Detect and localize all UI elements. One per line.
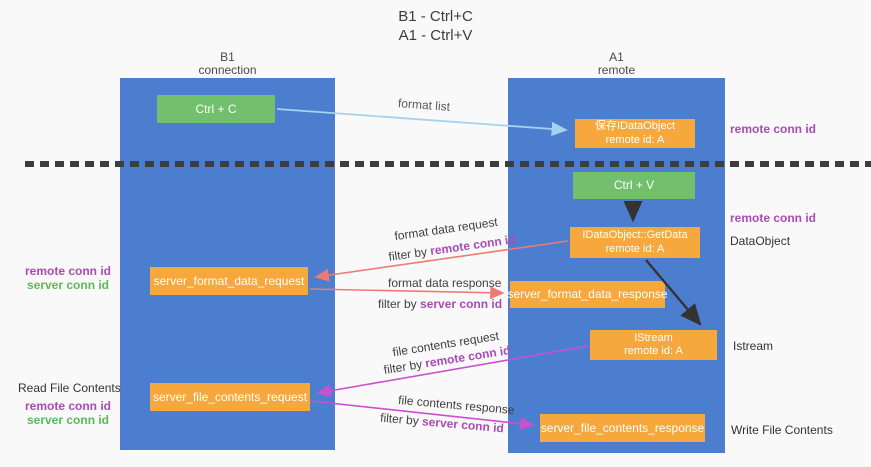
filter-by-text: filter by (382, 357, 424, 377)
server-conn-id-annotation-left1: server conn id (26, 278, 110, 292)
right-column-role: remote (597, 63, 636, 77)
left-conn-id-legend-top: remote conn id server conn id (18, 264, 118, 292)
server-conn-id-text: server conn id (421, 414, 505, 436)
remote-conn-id-annotation-left2: remote conn id (24, 399, 111, 413)
server-format-data-response-box: server_format_data_response (507, 281, 668, 308)
filter-by-text: filter by (379, 410, 420, 428)
format-data-response-label: format data response (388, 276, 502, 290)
istream-line1: IStream (634, 331, 673, 344)
read-file-contents-annotation: Read File Contents (18, 381, 121, 395)
ctrl-c-box: Ctrl + C (157, 95, 275, 123)
save-idataobject-line1: 保存IDataObject (594, 120, 676, 133)
remote-conn-id-annotation-mid: remote conn id (730, 211, 817, 225)
right-column-name: A1 (609, 50, 624, 64)
dataobject-annotation: DataObject (730, 234, 791, 248)
ctrl-c-label: Ctrl + C (195, 101, 237, 116)
ctrl-v-label: Ctrl + V (613, 178, 655, 193)
server-file-contents-request-box: server_file_contents_request (150, 383, 310, 411)
server-conn-id-annotation-left2: server conn id (26, 413, 110, 427)
filter-by-text: filter by (378, 297, 417, 311)
save-idataobject-box: 保存IDataObject remote id: A (575, 119, 695, 148)
left-column-role: connection (198, 63, 257, 77)
save-idataobject-line2: remote id: A (605, 133, 665, 146)
getdata-line2: remote id: A (605, 242, 665, 255)
istream-annotation: Istream (733, 339, 774, 353)
phase-separator-dashed-line (25, 161, 871, 167)
idataobject-getdata-box: IDataObject::GetData remote id: A (570, 227, 700, 258)
left-column-name: B1 (220, 50, 235, 64)
getdata-line1: IDataObject::GetData (582, 229, 688, 242)
server-format-data-request-label: server_format_data_request (153, 273, 305, 288)
server-file-contents-response-box: server_file_contents_response (540, 414, 705, 442)
format-data-response-filter-label: filter by server conn id (378, 297, 502, 311)
istream-box: IStream remote id: A (590, 330, 717, 360)
server-format-data-response-label: server_format_data_response (507, 287, 668, 302)
title-line-1: B1 - Ctrl+C (398, 8, 473, 25)
istream-line2: remote id: A (624, 345, 683, 357)
title-line-2: A1 - Ctrl+V (398, 27, 473, 44)
server-file-contents-request-label: server_file_contents_request (152, 389, 308, 404)
filter-by-text: filter by (387, 244, 428, 264)
left-column-header: B1 connection (120, 51, 335, 77)
server-file-contents-response-label: server_file_contents_response (540, 420, 705, 435)
left-conn-id-legend-bottom: Read File Contents remote conn id server… (18, 381, 121, 427)
right-column-header: A1 remote (508, 51, 725, 77)
ctrl-v-box: Ctrl + V (573, 172, 695, 199)
format-list-label: format list (397, 96, 451, 114)
remote-conn-id-annotation-left1: remote conn id (24, 264, 111, 278)
remote-conn-id-annotation-top: remote conn id (730, 122, 817, 136)
write-file-contents-annotation: Write File Contents (731, 423, 833, 437)
server-format-data-request-box: server_format_data_request (150, 267, 308, 295)
server-conn-id-text: server conn id (420, 297, 503, 311)
diagram-title: B1 - Ctrl+C A1 - Ctrl+V (0, 7, 871, 45)
